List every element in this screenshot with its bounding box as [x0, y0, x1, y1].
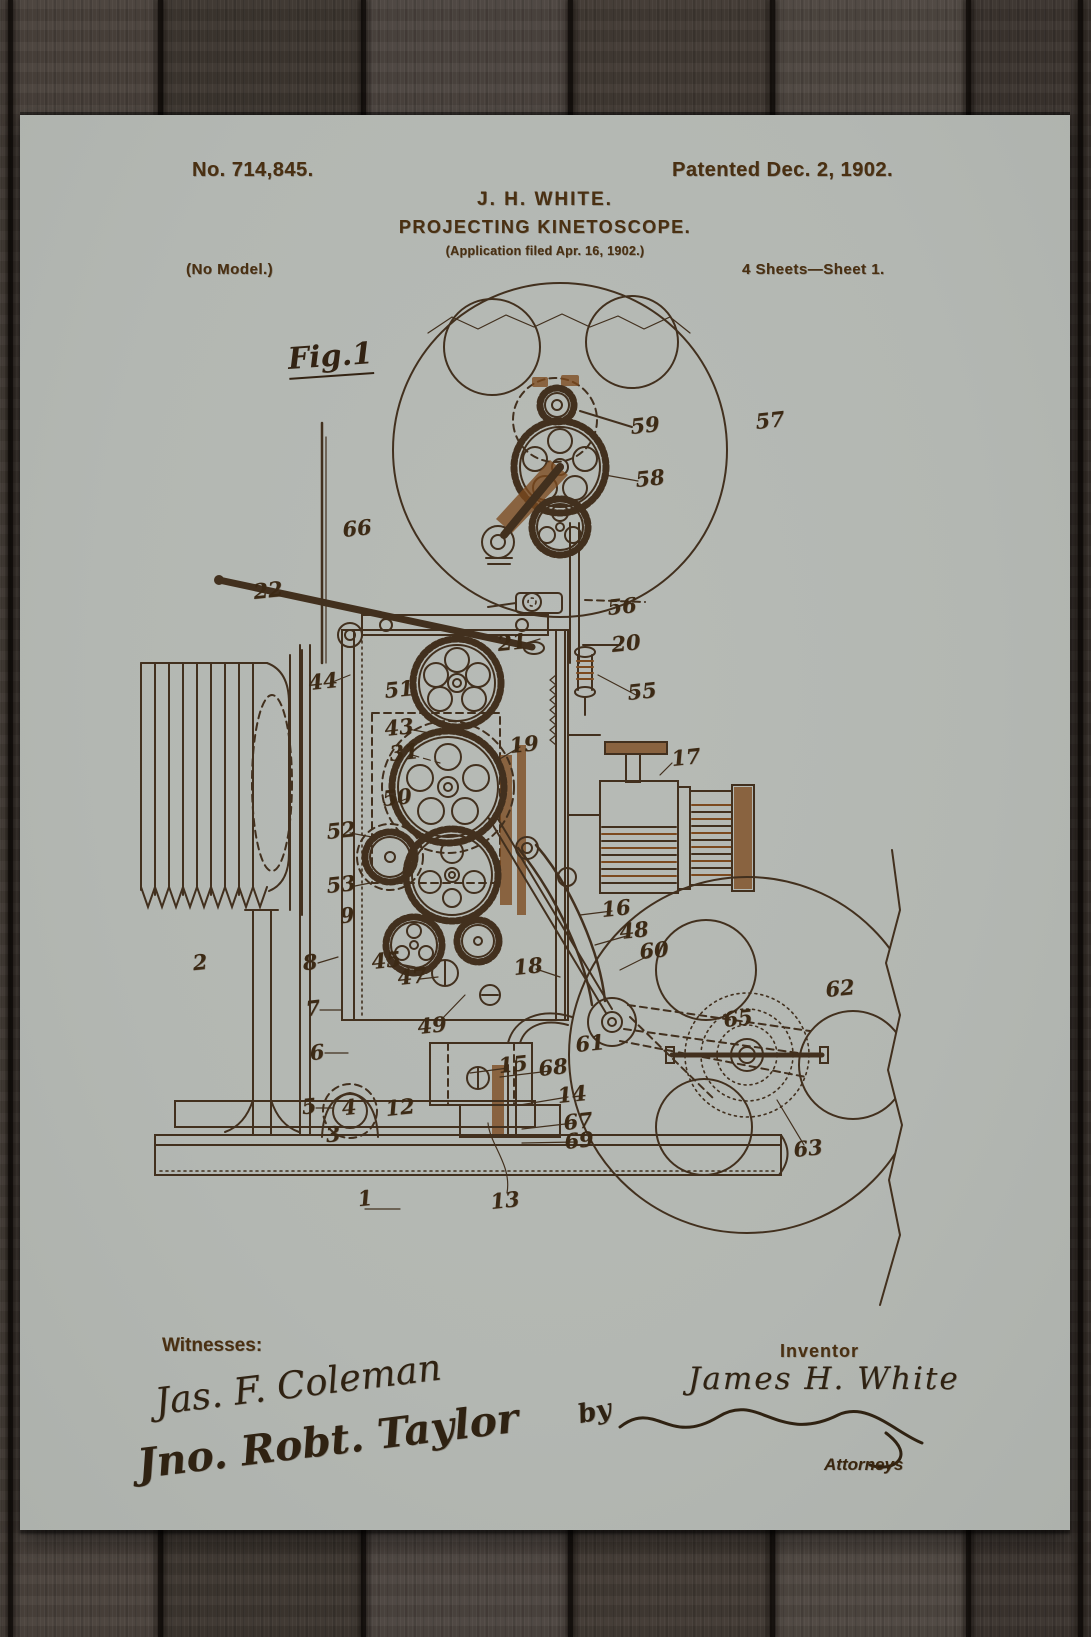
leader-lines [318, 475, 650, 1053]
plank-gap [8, 0, 13, 1637]
tension-rod [322, 423, 326, 663]
belt-drive [488, 814, 813, 1145]
top-reel [393, 283, 727, 617]
inventor-label: Inventor [780, 1341, 859, 1362]
torn-edge [880, 850, 902, 1305]
base [155, 1101, 788, 1209]
lower-bracket [430, 1013, 575, 1143]
patent-print-sheet: No. 714,845. Patented Dec. 2, 1902. J. H… [20, 115, 1070, 1530]
lens-assembly [568, 647, 754, 893]
sprocket-gears [482, 375, 632, 663]
plank-gap [1078, 0, 1083, 1637]
witnesses-label: Witnesses: [162, 1335, 262, 1357]
pedestal [225, 910, 378, 1138]
patent-drawing [20, 115, 1070, 1530]
takeup-reel [569, 877, 925, 1233]
feed-bracket [488, 593, 645, 645]
attorneys-label: Attorneys [824, 1455, 903, 1475]
bellows [141, 650, 302, 915]
inventor-signature: James H. White [688, 1361, 960, 1397]
